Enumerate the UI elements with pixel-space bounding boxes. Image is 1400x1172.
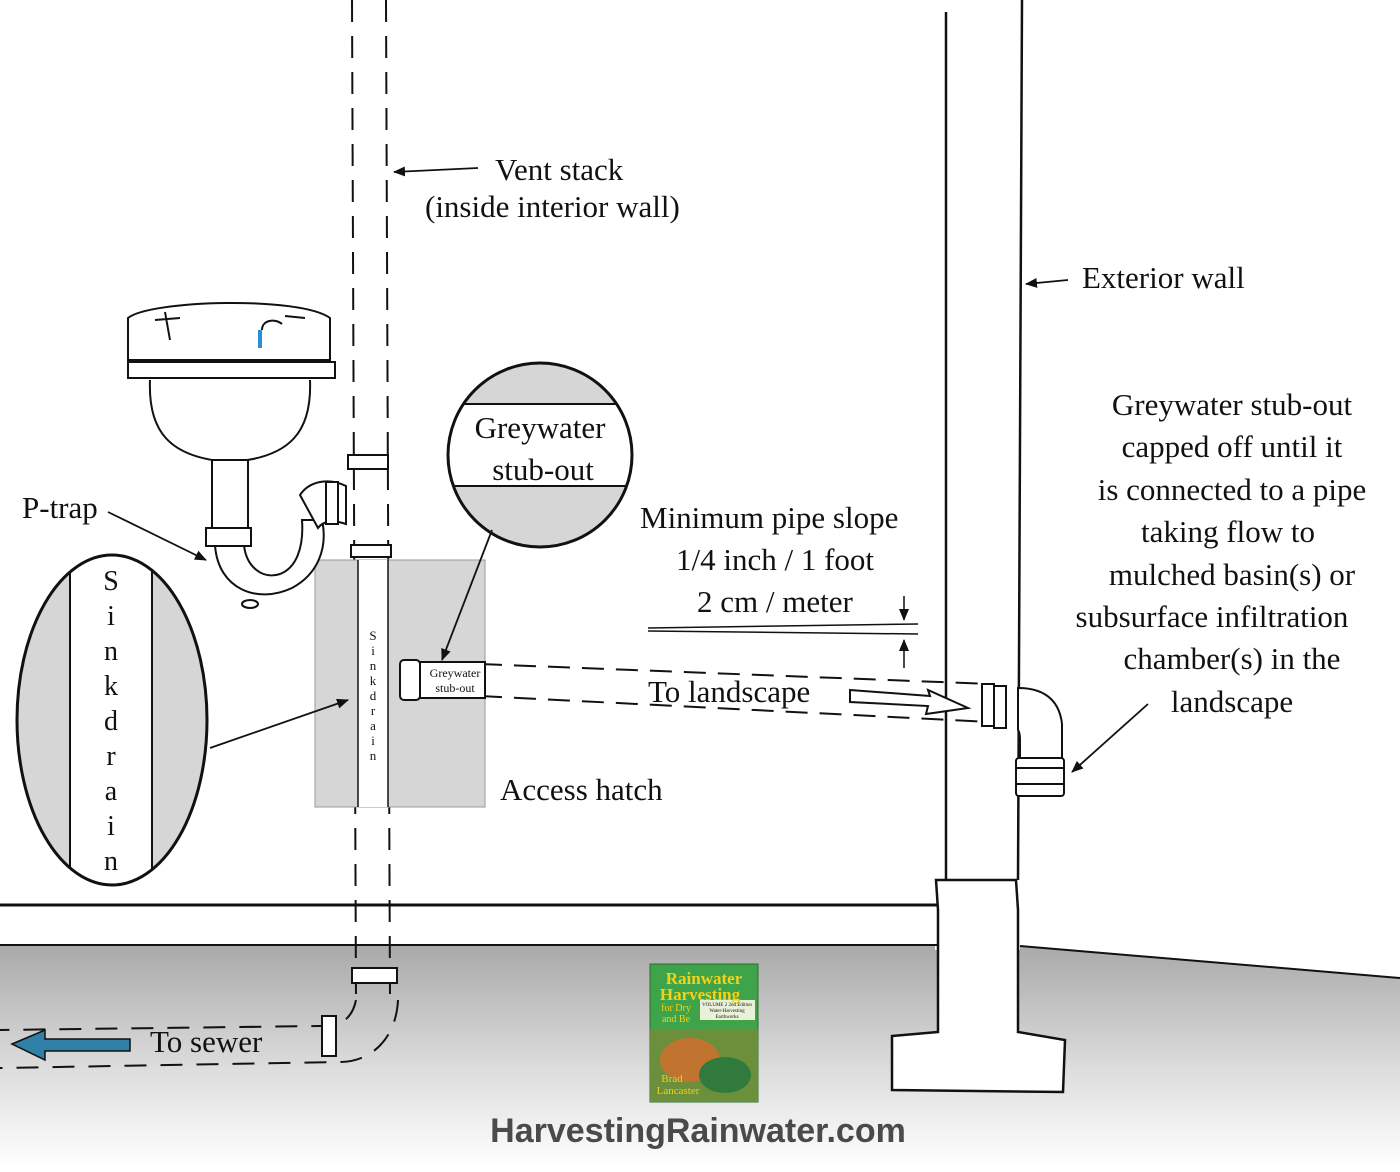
to-landscape-label: To landscape: [648, 674, 810, 709]
exterior-wall: [890, 0, 1067, 1094]
book-author-1: Brad: [661, 1073, 683, 1085]
stubout-note-arrow: [1071, 703, 1149, 773]
slope-label-3: 2 cm / meter: [697, 584, 853, 619]
slope-label-1: Minimum pipe slope: [640, 500, 898, 535]
note-line-7: chamber(s) in the: [1124, 641, 1341, 676]
website-link[interactable]: HarvestingRainwater.com: [490, 1112, 906, 1150]
note-line-8: landscape: [1171, 684, 1293, 719]
slope-label-2: 1/4 inch / 1 foot: [676, 542, 874, 577]
book-cover: Rainwater Harvesting for Dry and Be VOLU…: [649, 963, 759, 1103]
exterior-wall-label: Exterior wall: [1082, 260, 1245, 295]
stubout-note: Greywater stub-out capped off until it i…: [1076, 387, 1367, 719]
p-trap-arrow: [107, 511, 207, 561]
greywater-pipe: Greywater stub-out: [399, 659, 1007, 729]
book-author-2: Lancaster: [657, 1085, 700, 1097]
slope-indicator: [647, 596, 919, 668]
vent-stack-arrow: [393, 166, 479, 177]
book-subtitle-1: for Dry: [661, 1003, 691, 1014]
greywater-callout: Greywater stub-out: [446, 361, 634, 549]
stubout-small-label-2: stub-out: [435, 681, 475, 695]
note-line-2: capped off until it: [1122, 429, 1343, 464]
book-subtitle-2: and Be: [662, 1014, 691, 1025]
note-line-4: taking flow to: [1141, 514, 1315, 549]
sink: [127, 301, 347, 609]
book-volume: VOLUME 2 2nd Edition: [702, 1003, 752, 1008]
greywater-callout-label-1: Greywater: [475, 410, 606, 445]
greywater-callout-arrow: [441, 529, 493, 661]
to-sewer-label: To sewer: [150, 1024, 263, 1059]
note-line-1: Greywater stub-out: [1112, 387, 1353, 422]
vent-stack-sublabel: (inside interior wall): [425, 189, 680, 224]
book-volume-3: Earthworks: [715, 1015, 738, 1020]
exterior-stubout: [1015, 686, 1065, 797]
note-line-3: is connected to a pipe: [1098, 472, 1367, 507]
book-title-1: Rainwater: [666, 969, 743, 988]
sewer-drain: [0, 967, 399, 1069]
p-trap-label: P-trap: [22, 490, 98, 525]
exterior-wall-arrow: [1025, 277, 1069, 288]
greywater-callout-label-2: stub-out: [492, 452, 594, 487]
note-line-5: mulched basin(s) or: [1109, 557, 1356, 592]
stubout-small-label-1: Greywater: [430, 666, 481, 680]
book-volume-2: Water-Harvesting: [709, 1009, 745, 1014]
book-title-2: Harvesting: [660, 985, 741, 1004]
vent-stack: [347, 0, 392, 1001]
vent-stack-label: Vent stack: [495, 152, 624, 187]
note-line-6: subsurface infiltration: [1076, 599, 1349, 634]
sink-drain-arrow: [209, 698, 349, 749]
access-hatch-label: Access hatch: [500, 772, 663, 807]
